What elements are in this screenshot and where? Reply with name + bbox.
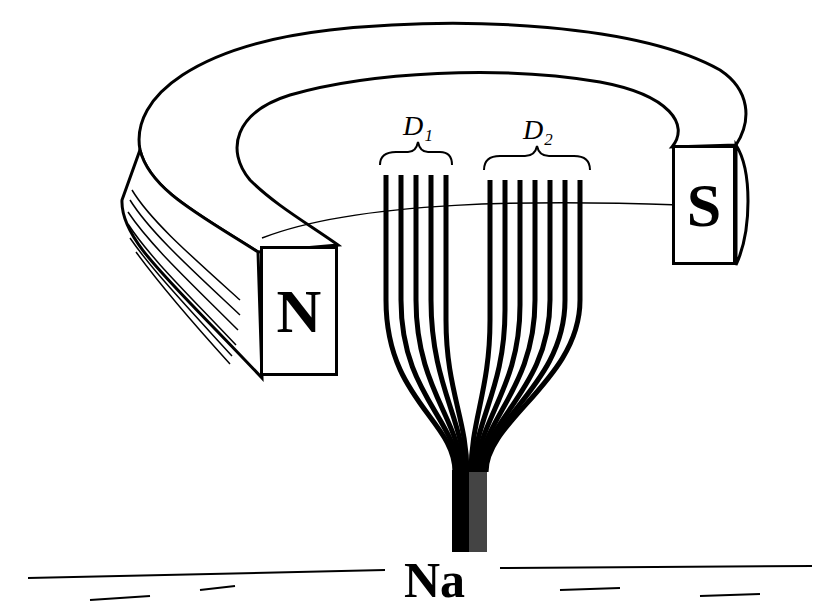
magnet-pole: N: [260, 246, 338, 376]
inner-edge-line: [262, 203, 680, 238]
shading-hatch: [128, 190, 240, 364]
source-label: Na: [404, 555, 465, 605]
magnet-pole: S: [672, 145, 736, 265]
magnet-side: [736, 145, 748, 265]
beam-stem: [452, 470, 469, 552]
magnet-side: [122, 150, 262, 378]
group-brace: [380, 142, 452, 165]
beam-stem: [469, 470, 487, 552]
group-brace: [484, 146, 590, 170]
line-group-label: D₂: [523, 116, 553, 144]
line-group-label: D₁: [403, 112, 433, 140]
magnet-body: [139, 23, 746, 252]
spectral-lines: [386, 175, 580, 472]
pole-letter: S: [687, 174, 721, 236]
pole-letter: N: [277, 280, 322, 342]
